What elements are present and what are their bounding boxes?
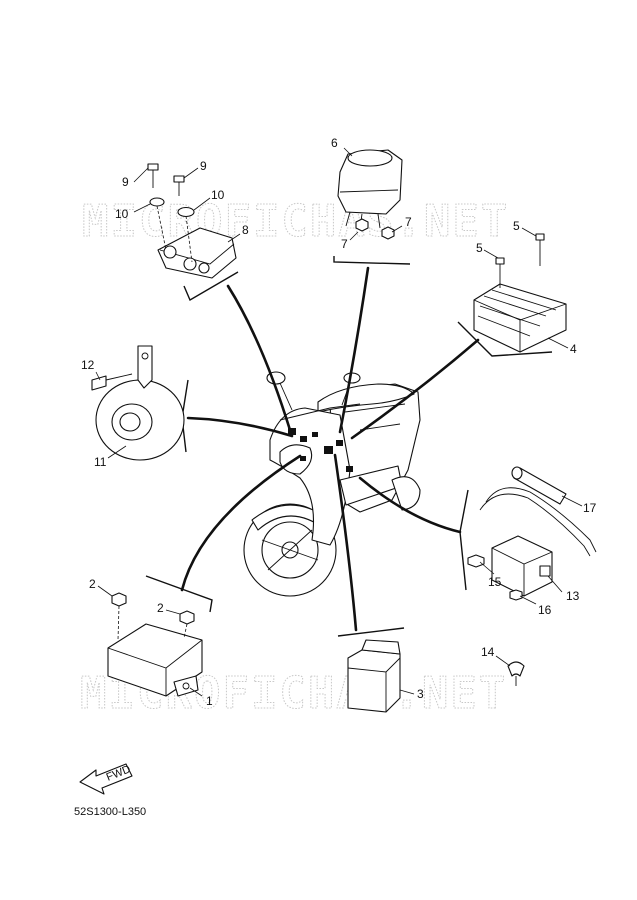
callout-3: 3 <box>417 687 424 701</box>
callout-4: 4 <box>570 342 577 356</box>
callout-12: 12 <box>81 358 95 372</box>
callout-7b: 7 <box>405 215 412 229</box>
callout-7a: 7 <box>341 237 348 251</box>
fwd-arrow-icon: FWD <box>79 763 133 795</box>
part-1-ecu <box>107 592 203 697</box>
callout-9a: 9 <box>122 175 129 189</box>
callout-15: 15 <box>488 575 502 589</box>
callout-8: 8 <box>242 223 249 237</box>
group-brackets <box>145 256 553 637</box>
callout-2b: 2 <box>157 601 164 615</box>
scooter-illustration <box>243 371 421 597</box>
callout-5b: 5 <box>513 219 520 233</box>
callout-6: 6 <box>331 136 338 150</box>
callout-leaders <box>95 147 583 697</box>
callout-17: 17 <box>583 501 597 515</box>
watermark-top: MICROFICHAS.NET <box>82 196 509 247</box>
callout-14: 14 <box>481 645 495 659</box>
callout-numbers: 1 2 2 3 4 5 5 6 7 7 8 9 9 10 10 11 12 13… <box>81 136 597 708</box>
callout-9b: 9 <box>200 159 207 173</box>
callout-10b: 10 <box>211 188 225 202</box>
part-6-relay <box>337 149 403 240</box>
part-14-clip <box>507 661 525 686</box>
part-13-ignition-coil <box>467 466 597 601</box>
part-8-unit <box>147 163 237 279</box>
callout-5a: 5 <box>476 241 483 255</box>
callout-2a: 2 <box>89 577 96 591</box>
part-3-relay <box>347 639 401 713</box>
callout-11: 11 <box>94 455 107 469</box>
part-11-horn <box>91 345 185 461</box>
harness-lines <box>180 266 480 632</box>
callout-10a: 10 <box>115 207 129 221</box>
drawing-code: 52S1300-L350 <box>74 806 146 818</box>
callout-1: 1 <box>206 694 213 708</box>
callout-13: 13 <box>566 589 580 603</box>
part-4-rectifier <box>473 233 567 353</box>
callout-16: 16 <box>538 603 552 617</box>
